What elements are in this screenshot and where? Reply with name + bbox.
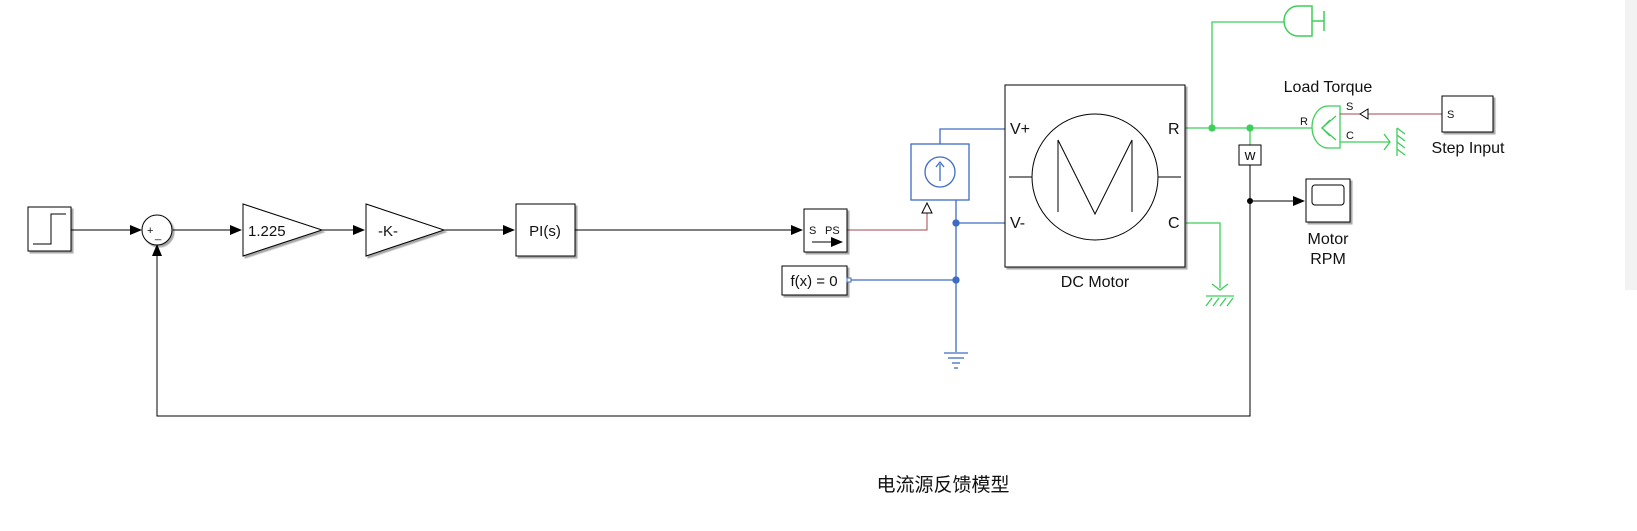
step-input-block[interactable]: S — [1441, 95, 1494, 133]
node-r-1 — [1208, 124, 1216, 132]
step-icon — [33, 213, 66, 245]
scope-name-line2: RPM — [1310, 251, 1346, 268]
inertia-block[interactable] — [1283, 5, 1325, 37]
electrical-reference-icon[interactable] — [944, 352, 968, 369]
mechanical-lines — [1186, 21, 1390, 288]
speed-sensor-block[interactable]: w — [1238, 144, 1262, 166]
model-caption: 电流源反馈模型 — [876, 474, 1009, 496]
line-feedback[interactable] — [152, 165, 1251, 417]
motor-port-r: R — [1168, 121, 1180, 138]
load-input-port — [1359, 108, 1369, 120]
mechanical-reference-icon[interactable] — [1205, 283, 1234, 307]
line-source-to-vminus[interactable] — [955, 200, 1005, 224]
converter-s-label: S — [809, 225, 816, 237]
sum-block[interactable]: + _ — [141, 214, 173, 246]
step-input-name: Step Input — [1432, 140, 1506, 157]
line-sps-to-source[interactable] — [847, 213, 928, 231]
load-torque-block[interactable]: S R C — [1300, 101, 1369, 149]
load-port-c: C — [1346, 130, 1354, 142]
node-vminus — [952, 219, 960, 227]
converter-ps-label: PS — [825, 225, 840, 237]
scope-screen-icon — [1311, 184, 1345, 206]
gain-2-value: -K- — [378, 223, 398, 240]
current-source-icon — [924, 156, 956, 188]
ps-lines — [847, 113, 1442, 231]
pi-controller-block[interactable]: PI(s) — [515, 203, 576, 257]
step-block[interactable] — [27, 206, 72, 252]
signal-lines — [71, 165, 1305, 417]
motor-port-c: C — [1168, 215, 1180, 232]
branch-point-w — [1247, 198, 1253, 204]
gain-block-1[interactable]: 1.225 — [242, 203, 324, 257]
scope-name-line1: Motor — [1308, 231, 1350, 248]
simulink-ps-converter[interactable]: S PS — [803, 208, 848, 253]
gain-block-2[interactable]: -K- — [365, 203, 446, 257]
load-mechanical-reference-icon[interactable] — [1383, 127, 1406, 156]
solver-configuration-block[interactable]: f(x) = 0 — [781, 265, 852, 296]
motor-port-vminus: V- — [1010, 215, 1025, 232]
motor-port-vplus: V+ — [1010, 121, 1030, 138]
speed-sensor-label: w — [1244, 147, 1256, 164]
line-motor-c-to-ref[interactable] — [1186, 222, 1221, 288]
load-torque-name: Load Torque — [1284, 79, 1373, 96]
load-port-s: S — [1346, 101, 1353, 113]
step-input-port-label: S — [1447, 109, 1454, 121]
pi-controller-label: PI(s) — [529, 223, 561, 240]
line-r-to-inertia[interactable] — [1211, 21, 1284, 128]
scope-block[interactable] — [1305, 178, 1351, 223]
sum-minus-sign: _ — [154, 229, 162, 241]
dc-motor-block[interactable]: V+ V- R C — [1004, 84, 1186, 268]
load-port-r: R — [1300, 116, 1308, 128]
gain-1-value: 1.225 — [248, 223, 286, 240]
current-source-input-port — [921, 201, 933, 214]
line-source-to-vplus[interactable] — [939, 128, 1005, 144]
controlled-current-source[interactable] — [910, 143, 970, 214]
vertical-scrollbar[interactable] — [1625, 0, 1637, 290]
dc-motor-name: DC Motor — [1061, 274, 1130, 291]
sum-plus-sign: + — [147, 225, 153, 237]
node-solver — [952, 276, 960, 284]
solver-port — [846, 277, 852, 283]
solver-label: f(x) = 0 — [790, 273, 837, 290]
electrical-lines — [851, 128, 1005, 352]
node-r-2 — [1246, 124, 1254, 132]
